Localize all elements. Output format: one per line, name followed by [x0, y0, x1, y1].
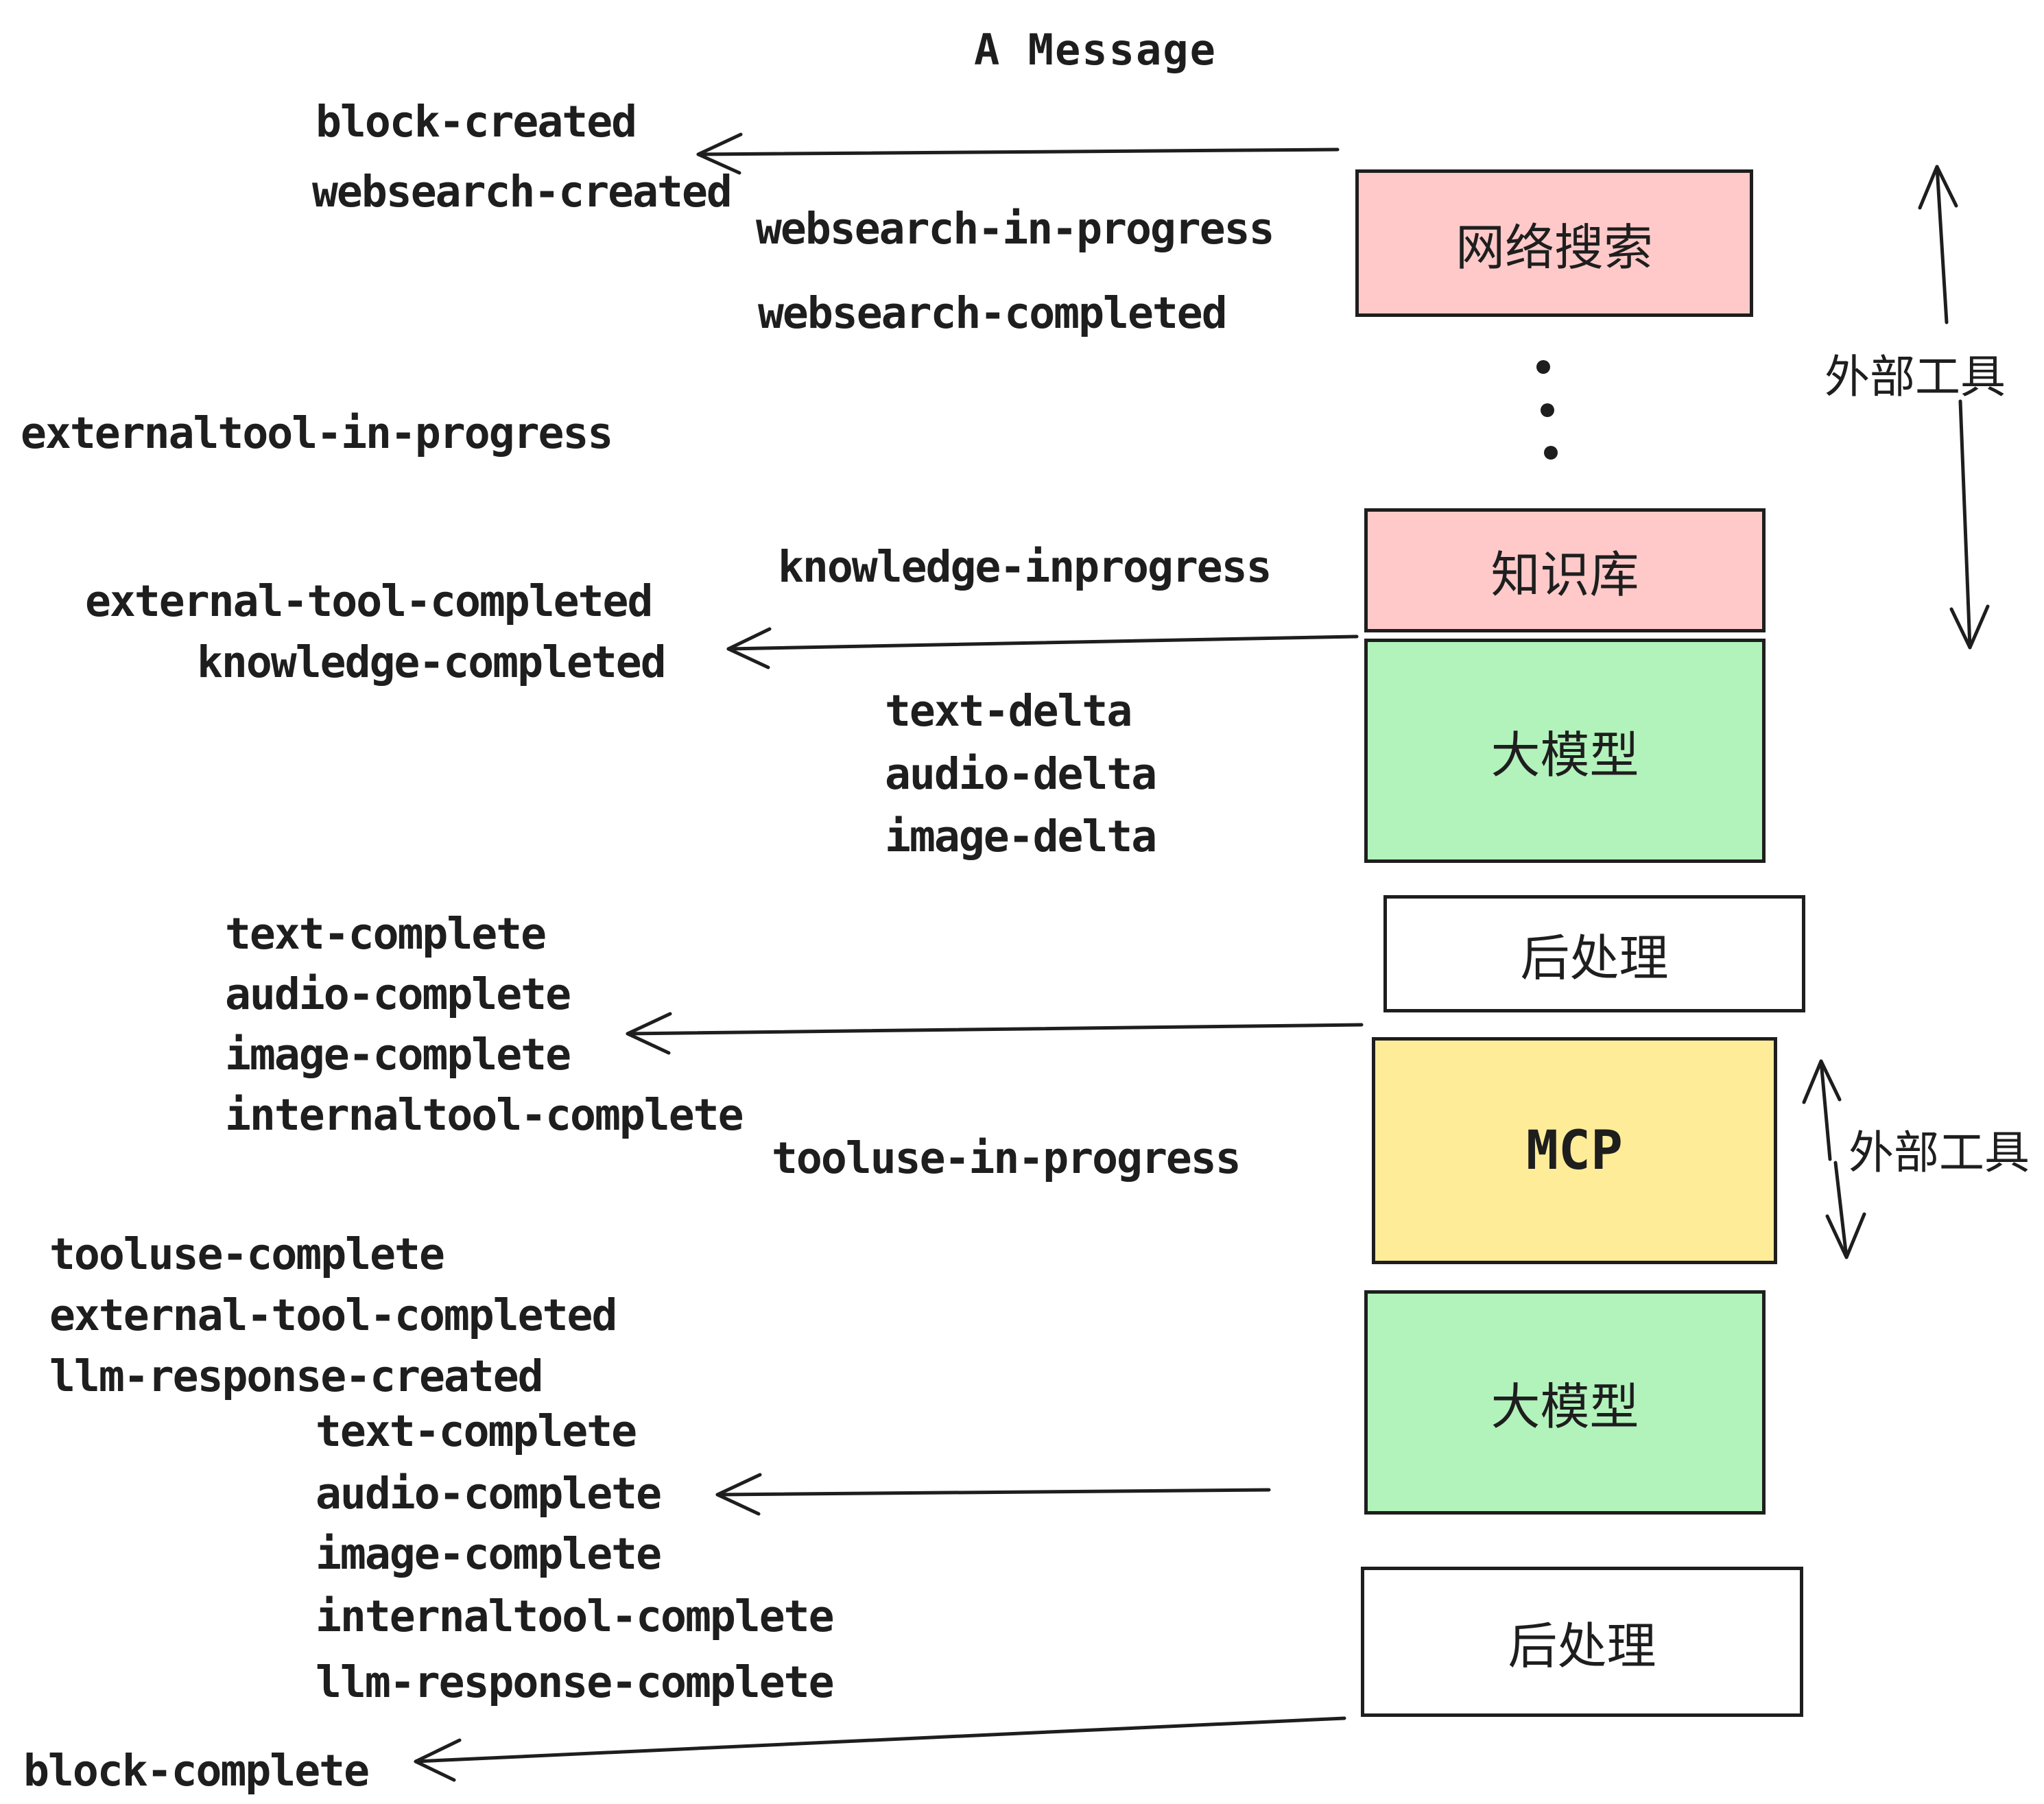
arrow-to-audio-complete [715, 1473, 1271, 1516]
arrow-to-knowledge-completed [726, 627, 1359, 669]
event-external-tool-completed-2: external-tool-completed [49, 1290, 617, 1340]
event-internaltool-complete-1: internaltool-complete [225, 1090, 744, 1140]
event-llm-response-created: llm-response-created [49, 1351, 544, 1401]
event-websearch-in-progress: websearch-in-progress [756, 204, 1275, 254]
event-audio-delta-1: audio-delta [885, 749, 1157, 799]
box-websearch: 网络搜索 [1355, 169, 1753, 317]
box-postprocess-2-label: 后处理 [1508, 1619, 1656, 1674]
box-llm-1-label: 大模型 [1490, 728, 1639, 783]
event-block-complete: block-complete [23, 1746, 370, 1796]
box-postprocess-1: 后处理 [1383, 895, 1805, 1012]
event-text-complete-1: text-complete [225, 909, 547, 959]
event-external-tool-completed-1: external-tool-completed [85, 576, 653, 626]
box-llm-1: 大模型 [1364, 639, 1766, 863]
ellipsis-dots [1536, 360, 1558, 460]
event-tooluse-complete: tooluse-complete [49, 1229, 445, 1279]
external-tools-up-arrow-2 [1802, 1059, 1842, 1161]
event-tooluse-in-progress: tooluse-in-progress [772, 1133, 1241, 1183]
event-knowledge-completed: knowledge-completed [197, 637, 667, 687]
external-tools-up-arrow-1 [1918, 165, 1958, 324]
side-label-external-tools-mcp: 外部工具 [1849, 1127, 2030, 1178]
event-externaltool-in-progress: externaltool-in-progress [21, 408, 613, 458]
box-mcp-label: MCP [1526, 1119, 1623, 1182]
event-websearch-completed: websearch-completed [758, 288, 1228, 338]
box-postprocess-2: 后处理 [1361, 1567, 1803, 1717]
box-knowledge: 知识库 [1364, 508, 1766, 632]
event-image-delta-1: image-delta [885, 811, 1157, 862]
box-llm-2: 大模型 [1364, 1290, 1766, 1515]
box-websearch-label: 网络搜索 [1455, 221, 1653, 276]
side-label-external-tools-top: 外部工具 [1825, 351, 2006, 402]
box-postprocess-1-label: 后处理 [1520, 931, 1669, 986]
event-websearch-created: websearch-created [312, 167, 733, 217]
event-text-delta-1: text-delta [885, 686, 1132, 736]
event-internaltool-complete-2: internaltool-complete [316, 1591, 835, 1641]
box-llm-2-label: 大模型 [1490, 1380, 1639, 1435]
event-audio-complete-1: audio-complete [225, 969, 571, 1019]
event-image-complete-2: image-complete [316, 1529, 662, 1579]
arrow-to-block-created [696, 132, 1340, 175]
event-audio-complete-2: audio-complete [316, 1469, 662, 1519]
arrow-to-image-complete [626, 1012, 1364, 1055]
external-tools-down-arrow-1 [1949, 399, 1990, 650]
page-title: A Message [974, 25, 1217, 75]
event-text-complete-2: text-complete [316, 1406, 637, 1456]
box-knowledge-label: 知识库 [1490, 548, 1639, 603]
event-image-complete-1: image-complete [225, 1030, 571, 1080]
box-mcp: MCP [1372, 1037, 1777, 1264]
event-knowledge-inprogress: knowledge-inprogress [778, 542, 1272, 592]
event-llm-response-complete: llm-response-complete [316, 1657, 835, 1707]
event-block-created: block-created [316, 97, 637, 147]
arrow-to-block-complete [414, 1716, 1346, 1782]
